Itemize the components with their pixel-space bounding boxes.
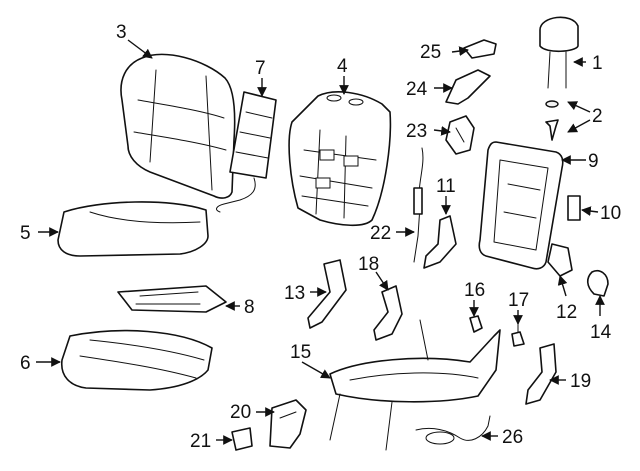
part-26-wire-harness [415, 415, 491, 445]
part-24-bracket [445, 69, 491, 105]
callout-23: 23 [406, 121, 427, 142]
part-19-outer-trim [525, 343, 557, 405]
callout-13: 13 [284, 283, 305, 304]
part-14-cap [586, 269, 609, 297]
callout-25: 25 [420, 42, 441, 63]
callout-leaders [36, 39, 605, 445]
callout-labels: 1 2 3 4 5 6 7 8 9 10 11 12 13 14 15 16 1… [20, 22, 621, 452]
callout-4: 4 [337, 56, 348, 77]
callout-14: 14 [590, 322, 612, 343]
callout-11: 11 [436, 176, 456, 197]
callout-16: 16 [464, 280, 485, 301]
part-6-cushion-frame [61, 329, 213, 391]
part-12-hinge-cover [547, 243, 573, 277]
callout-8: 8 [244, 297, 255, 318]
callout-1: 1 [592, 53, 603, 74]
part-3-seat-back-cover [120, 53, 236, 199]
callout-9: 9 [588, 151, 599, 172]
part-10-clip [567, 195, 581, 221]
part-4-seat-back-frame [288, 91, 392, 227]
part-8-cushion-pad [117, 285, 227, 313]
part-20-shield [269, 399, 307, 449]
callout-15: 15 [290, 342, 311, 363]
callout-7: 7 [255, 58, 266, 79]
part-7-back-pad [216, 91, 277, 213]
part-25-cap [463, 39, 497, 59]
callout-5: 5 [20, 223, 31, 244]
part-2-headrest-guides [545, 100, 559, 141]
part-23-latch [445, 115, 475, 155]
callout-24: 24 [406, 79, 428, 100]
callout-12: 12 [556, 302, 577, 323]
callout-2: 2 [592, 106, 603, 127]
part-11-trim [423, 215, 457, 269]
part-15-seat-frame [329, 319, 501, 451]
callout-22: 22 [370, 223, 391, 244]
part-21-cover [231, 427, 253, 451]
callout-6: 6 [20, 353, 31, 374]
callout-10: 10 [600, 203, 621, 224]
part-22-release-cable [413, 147, 424, 263]
callout-18: 18 [358, 254, 379, 275]
part-13-side-trim [307, 259, 347, 329]
callout-19: 19 [570, 371, 591, 392]
part-5-cushion-cover [57, 201, 209, 257]
callout-26: 26 [502, 427, 523, 448]
callout-21: 21 [190, 431, 211, 452]
part-17-bolt [511, 321, 525, 347]
callout-3: 3 [116, 22, 127, 43]
part-1-headrest [539, 16, 579, 89]
part-18-inner-trim [373, 285, 403, 341]
callout-20: 20 [230, 402, 251, 423]
part-16-bolt [469, 315, 483, 333]
callout-17: 17 [508, 290, 529, 311]
